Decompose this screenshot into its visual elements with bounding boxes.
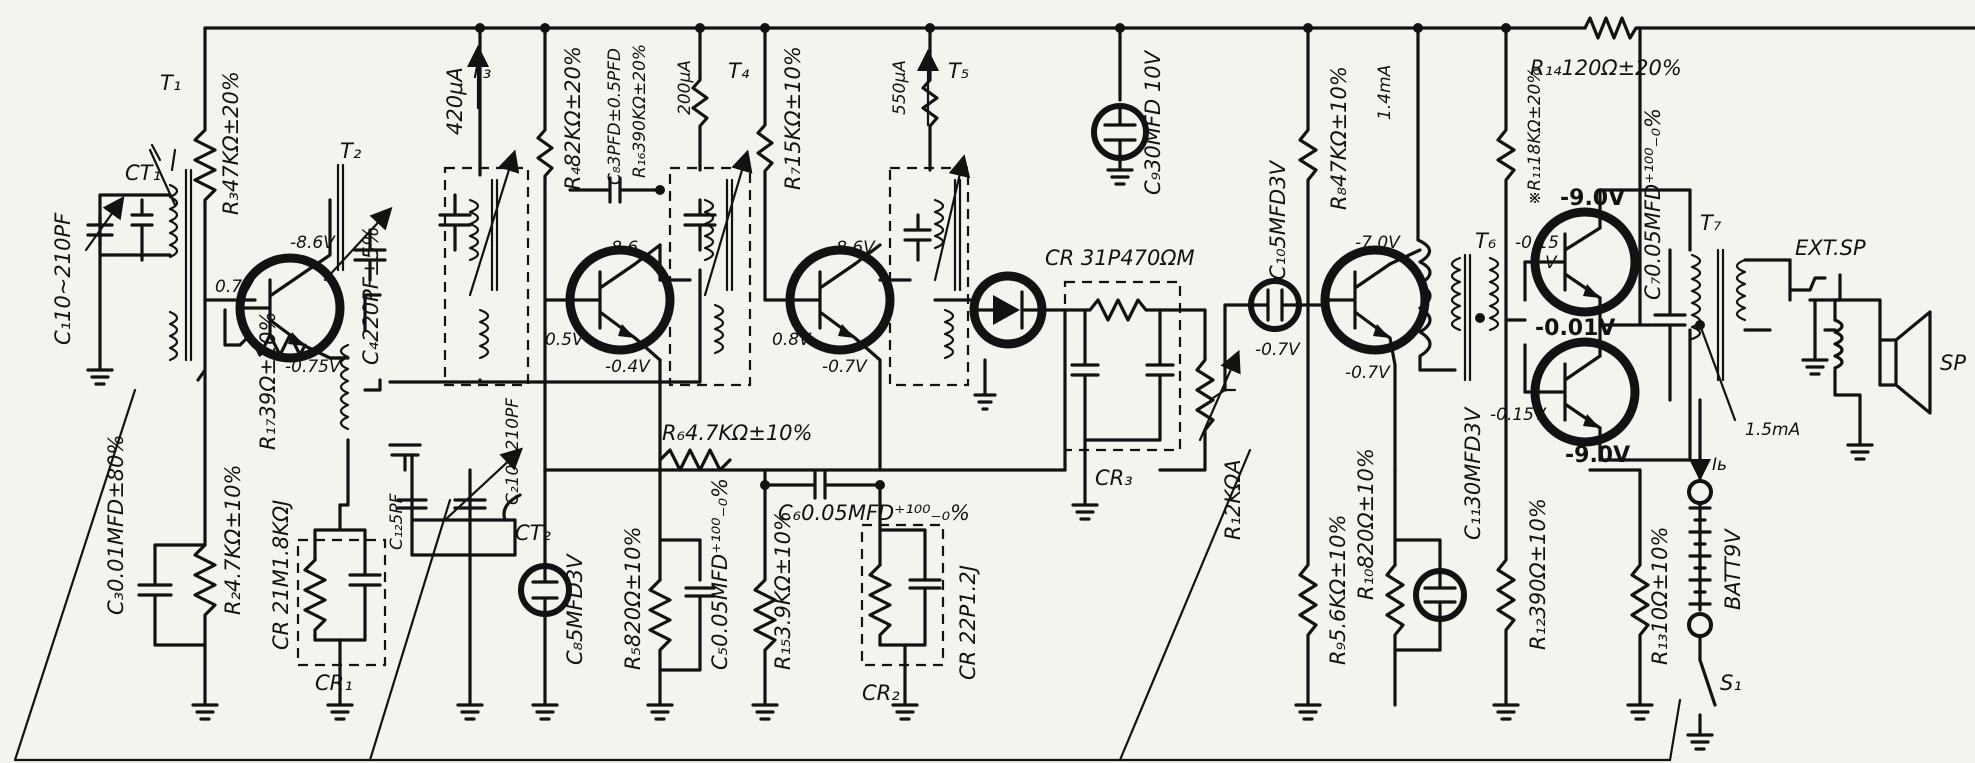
r10-label: R₁₀820Ω±10% <box>1354 448 1378 600</box>
tr2-collector-voltage: -8.6 <box>605 238 638 258</box>
output-current: 1.5mA <box>1745 420 1800 440</box>
t4-label: T₄ <box>728 59 750 83</box>
ib-label: Iь <box>1712 455 1727 475</box>
driver-current: 1.4mA <box>1375 65 1395 120</box>
cr2-part-label: CR 22P1.2J <box>956 565 980 680</box>
output-stage <box>1523 26 1932 762</box>
output-bias-voltage-2: -0.15V <box>1490 405 1547 425</box>
t2-label: T₂ <box>340 139 362 163</box>
r3-label: R₃47KΩ±20% <box>219 71 243 215</box>
tr1-emitter-voltage: -0.75V <box>285 357 342 377</box>
t6-label: T₆ <box>1475 229 1496 253</box>
volume-switch-link <box>1118 448 1252 762</box>
t7-label: T₇ <box>1700 211 1722 235</box>
r14-label: R₁₄120Ω±20% <box>1530 56 1682 80</box>
c12-label: C₁₂5PF <box>387 493 407 550</box>
tr2-base-voltage: 0.5V <box>545 330 585 350</box>
tr1-base-voltage: 0.7V <box>215 277 255 297</box>
c9-label: C₉30MFD 10V <box>1141 49 1165 195</box>
c6-label: C₆0.05MFD⁺¹⁰⁰₋₀% <box>778 501 970 525</box>
r5-label: R₅820Ω±10% <box>621 527 645 670</box>
tr1-collector-voltage: -8.6V <box>290 233 336 253</box>
t3-current: 420μA <box>443 67 467 135</box>
cr1-label: CR₁ <box>315 671 353 695</box>
tr2-emitter-voltage: -0.4V <box>605 357 651 377</box>
t1-label: T₁ <box>160 71 181 95</box>
tr3-base-voltage: 0.8V <box>772 330 812 350</box>
r1-label: R₁2KΩA <box>1221 459 1245 540</box>
r8-label: R₈47KΩ±10% <box>1327 66 1351 210</box>
labels: T₁ T₂ CT₁ C₁10~210PF R₃47KΩ±20% 0.7V -8.… <box>51 44 1966 705</box>
c10-voltage: -0.7V <box>1255 340 1301 360</box>
output-mid-voltage: -0.01V <box>1535 316 1615 341</box>
r17-label: R₁₇39Ω±10% <box>256 312 280 450</box>
if-stage-2 <box>538 26 945 721</box>
t4-current: 200μA <box>675 60 695 115</box>
audio-driver-stage <box>1248 26 1654 721</box>
c7-label: C₇0.05MFD⁺¹⁰⁰₋₀% <box>1641 108 1665 300</box>
cr3-label: CR₃ <box>1095 466 1133 490</box>
r15-label: R₁₅3.9KΩ±10% <box>771 511 795 670</box>
output-bias-voltage-1: -0.15 <box>1515 233 1559 253</box>
t5-current: 550μA <box>890 60 910 115</box>
r13-label: R₁₃10Ω±10% <box>1648 527 1672 665</box>
tr3-emitter-voltage: -0.7V <box>822 357 868 377</box>
c4-label: C₄220PF±5% <box>359 226 383 365</box>
r4-label: R₄82KΩ±20% <box>561 46 585 190</box>
t5-label: T₅ <box>948 59 969 83</box>
r11-label: ※R₁₁18KΩ±20% <box>1525 68 1545 206</box>
c11-label: C₁₁30MFD3V <box>1461 406 1485 540</box>
cr2-label: CR₂ <box>862 681 900 705</box>
output-bias-voltage-1-unit: V <box>1545 253 1558 273</box>
r7-label: R₇15KΩ±10% <box>781 46 805 190</box>
c8-label: C₈5MFD3V <box>563 553 587 665</box>
r12-label: R₁₂390Ω±10% <box>1526 498 1550 650</box>
ganged-tuning-link-2 <box>368 498 452 762</box>
c8-3-label: C₈3PFD±0.5PFD <box>605 48 625 185</box>
tr4-collector-voltage: -7.0V <box>1355 233 1401 253</box>
c2-label: C₂10~210PF <box>503 398 523 505</box>
r9-label: R₉5.6KΩ±10% <box>1326 515 1350 666</box>
s1-label: S₁ <box>1720 671 1742 695</box>
ct2-label: CT₂ <box>515 521 551 545</box>
r6-label: R₆4.7KΩ±10% <box>662 421 813 445</box>
cr1-part-label: CR 21M1.8KΩJ <box>269 500 293 650</box>
c3-label: C₃0.01MFD±80% <box>104 435 128 615</box>
r2-label: R₂4.7KΩ±10% <box>221 465 245 616</box>
output-bottom-voltage: -9.0V <box>1565 443 1630 468</box>
rf-stage <box>84 128 393 721</box>
cr3-part-label: CR 31P470ΩM <box>1045 246 1195 270</box>
output-top-voltage: -9.0V <box>1560 186 1625 211</box>
tr3-collector-voltage: -8.6V <box>830 238 876 258</box>
speaker-label: SP <box>1940 351 1966 375</box>
supply-rail <box>203 16 1975 132</box>
c10-label: C₁₀5MFD3V <box>1266 159 1290 280</box>
tr4-emitter-voltage: -0.7V <box>1345 363 1391 383</box>
ganged-tuning-link <box>13 388 1672 762</box>
battery-label: BATT9V <box>1721 528 1745 610</box>
r16-label: R₁₆390KΩ±20% <box>630 44 650 178</box>
t3-label: T₃ <box>470 59 491 83</box>
ext-sp-label: EXT.SP <box>1795 236 1866 260</box>
c5-label: C₅0.05MFD⁺¹⁰⁰₋₀% <box>708 478 732 670</box>
c1-label: C₁10~210PF <box>51 212 75 345</box>
ct1-label: CT₁ <box>125 161 161 185</box>
if-stage-1 <box>388 26 1067 721</box>
detector-stage <box>878 26 1252 521</box>
